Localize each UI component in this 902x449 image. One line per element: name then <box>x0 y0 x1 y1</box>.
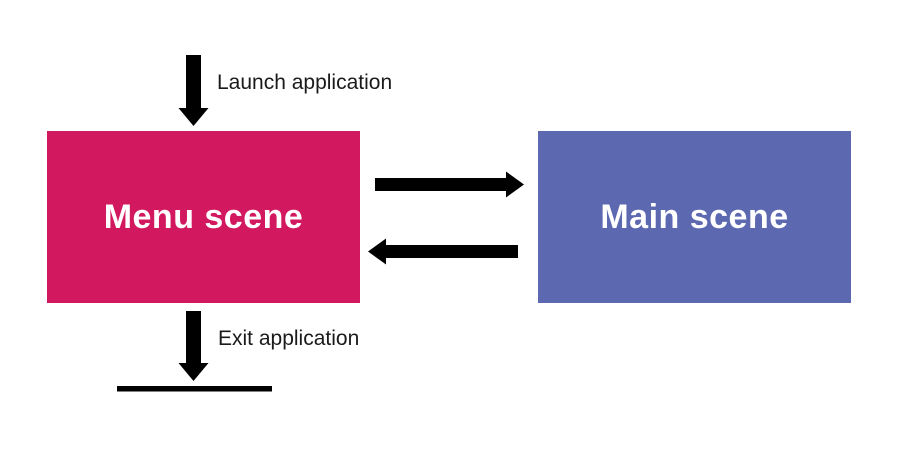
node-menu-scene-label: Menu scene <box>103 197 304 236</box>
exit-arrow-down-icon <box>178 311 209 381</box>
launch-arrow-down-icon <box>178 55 209 126</box>
edge-label-launch-application: Launch application <box>217 71 393 94</box>
menu-to-main-arrow-right-icon <box>375 171 524 198</box>
main-to-menu-arrow-left-icon <box>368 238 518 265</box>
edge-label-exit-application: Exit application <box>218 327 360 350</box>
node-menu-scene: Menu scene <box>47 131 360 303</box>
node-main-scene-label: Main scene <box>600 197 789 236</box>
node-main-scene: Main scene <box>538 131 851 303</box>
terminator-line <box>117 386 272 392</box>
